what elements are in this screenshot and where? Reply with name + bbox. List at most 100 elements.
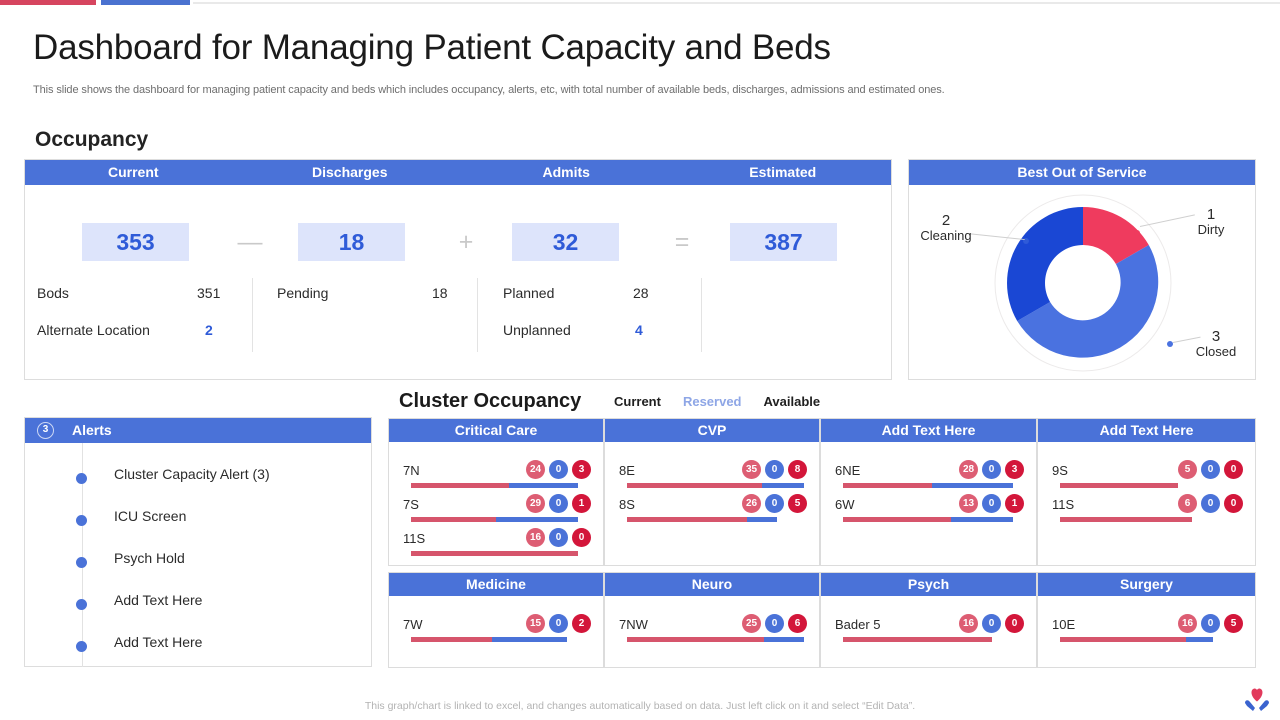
tab-reserved[interactable]: Reserved [682,394,742,409]
donut-slice-cleaning [1007,207,1083,321]
donut-chart-body: 1 Dirty 3 Closed 2 Cleaning [909,185,1255,380]
cluster-row-bar [627,483,815,488]
list-item[interactable]: Add Text Here [25,587,371,629]
donut-value-dirty: 1 [1206,206,1216,223]
list-item[interactable]: Add Text Here [25,629,371,671]
bar-segment-current [411,637,492,642]
badge-reserved: 0 [765,460,784,479]
footer-note: This graph/chart is linked to excel, and… [364,700,916,712]
badge-available: 6 [788,614,807,633]
badge-reserved: 0 [549,614,568,633]
badge-available: 3 [572,460,591,479]
badge-reserved: 0 [765,494,784,513]
list-item[interactable]: Cluster Capacity Alert (3) [25,461,371,503]
list-item[interactable]: ICU Screen [25,503,371,545]
cluster-row-label: 7S [403,497,419,512]
best-out-of-service-card: Best Out of Service 1 Dirty [908,159,1256,380]
alerts-header: 3 Alerts [25,418,371,443]
stat-label-bods: Bods [37,285,69,301]
bar-segment-available [508,483,579,488]
badge-reserved: 0 [549,528,568,547]
badge-current: 6 [1178,494,1197,513]
cluster-tabs: Current Reserved Available [614,394,820,409]
donut-dot-dirty [1134,230,1140,236]
badge-available: 0 [572,528,591,547]
tab-current[interactable]: Current [614,394,661,409]
donut-svg [994,194,1172,372]
badge-current: 13 [959,494,978,513]
bar-segment-available [491,637,568,642]
badge-available: 2 [572,614,591,633]
cluster-occupancy-title: Cluster Occupancy [399,390,582,412]
stat-row-bods: Bods 351 [37,278,252,315]
cluster-card-title: Neuro [605,573,819,596]
badge-reserved: 0 [982,460,1001,479]
accent-bar-red [0,0,96,5]
cluster-row-label: 7NW [619,617,648,632]
badge-available: 5 [788,494,807,513]
bar-segment-current [411,517,496,522]
stat-col-discharges: Pending 18 [277,278,478,352]
cluster-row-label: 6W [835,497,855,512]
alerts-panel: 3 Alerts Cluster Capacity Alert (3) ICU … [24,417,372,667]
occupancy-header-row: Current Discharges Admits Estimated [25,160,891,185]
operator-minus-icon: — [237,228,263,256]
cluster-row-label: 7N [403,463,420,478]
list-item[interactable]: Psych Hold [25,545,371,587]
badge-current: 35 [742,460,761,479]
bar-segment-available [931,483,1014,488]
cluster-row-label: 7W [403,617,423,632]
page-title: Dashboard for Managing Patient Capacity … [33,28,831,67]
alerts-list: Cluster Capacity Alert (3) ICU Screen Ps… [25,443,371,671]
cluster-card-title: Psych [821,573,1036,596]
donut-chart [993,193,1173,373]
cluster-row-label: 8E [619,463,635,478]
cluster-card-title: Medicine [389,573,603,596]
occupancy-col-discharges: Discharges [312,164,388,180]
bar-segment-current [627,517,748,522]
bar-segment-current [1060,517,1192,522]
stat-col-admits: Planned 28 Unplanned 4 [503,278,702,352]
cluster-row-label: 8S [619,497,635,512]
cluster-card-title: Surgery [1038,573,1255,596]
tab-available[interactable]: Available [763,394,821,409]
cluster-row-bar [411,637,599,642]
alerts-title: Alerts [72,422,112,438]
best-out-of-service-title: Best Out of Service [909,160,1255,185]
alert-label: Add Text Here [114,592,203,608]
stat-value-unplanned: 4 [635,322,643,338]
cluster-row-bar [843,483,1032,488]
cluster-card-title: Add Text Here [1038,419,1255,442]
cluster-row-bar [843,637,1032,642]
cluster-row-label: 11S [1052,497,1075,512]
heart-in-hands-logo-icon [1240,686,1274,716]
cluster-card-title: CVP [605,419,819,442]
badge-reserved: 0 [549,460,568,479]
donut-name-cleaning: Cleaning [920,228,972,243]
